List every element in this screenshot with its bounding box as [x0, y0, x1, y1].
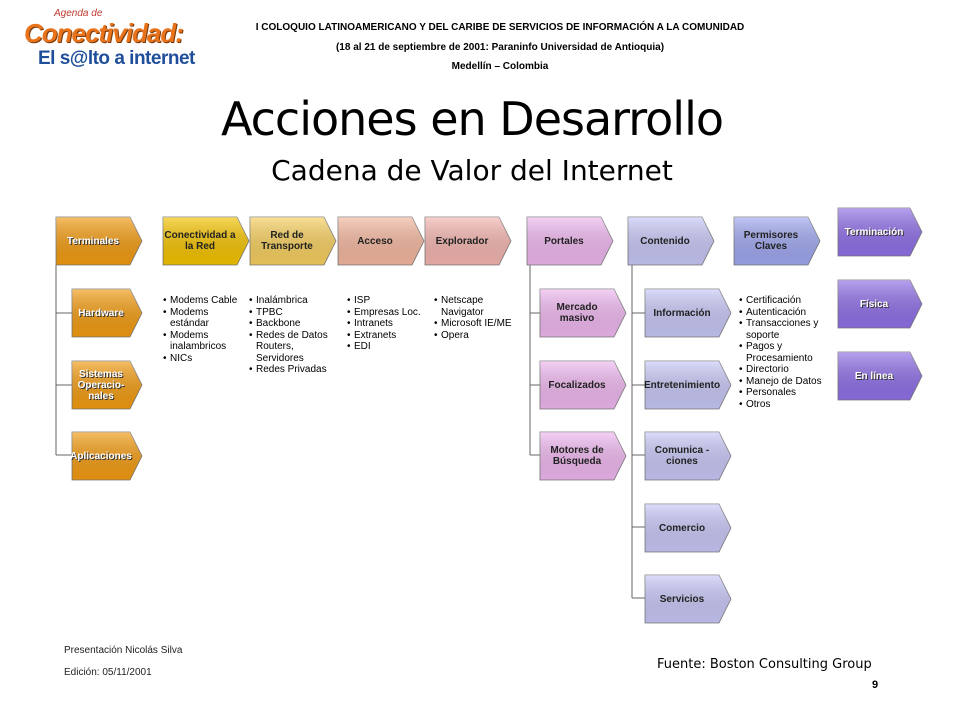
terminales-aplicaciones-label: Aplicaciones — [70, 450, 132, 462]
permisores-list-item: Certificación — [738, 295, 830, 307]
portales-mercado-masivo-label: Mercado masivo — [556, 302, 598, 324]
red-list-item: Backbone — [248, 318, 336, 330]
chain-terminacion-label: Terminación — [844, 226, 904, 238]
chain-contenido-shading — [628, 217, 714, 265]
chain-explorador-label: Explorador — [435, 235, 489, 247]
acceso-list-item: Intranets — [346, 318, 428, 330]
permisores-list: CertificaciónAutenticaciónTransacciones … — [738, 295, 830, 410]
conectividad-list-item: Modems Cable — [162, 295, 244, 307]
acceso-list-item: EDI — [346, 341, 428, 353]
terminales-sistemas-operacio-nales-label: Sistemas Operacio-nales — [77, 368, 125, 402]
conectividad-list: Modems CableModems estándarModems inalam… — [162, 295, 244, 364]
contenido-comercio-label: Comercio — [658, 522, 706, 534]
header-line-3: Medellín – Colombia — [451, 61, 549, 72]
chain-red-shading — [250, 217, 336, 265]
permisores-list-item: Directorio — [738, 364, 830, 376]
chain-portales-shading — [527, 217, 613, 265]
page-subtitle: Cadena de Valor del Internet — [271, 154, 673, 187]
explorador-list-item: Netscape Navigator — [433, 295, 523, 318]
permisores-list-item: Pagos y Procesamiento — [738, 341, 830, 364]
contenido-comunica-ciones-shading — [645, 432, 731, 480]
explorador-list: Netscape NavigatorMicrosoft IE/MEOpera — [433, 295, 523, 341]
red-list-item: Inalámbrica — [248, 295, 336, 307]
logo: Agenda de Conectividad: El s@lto a inter… — [24, 8, 204, 72]
header-line-1: I COLOQUIO LATINOAMERICANO Y DEL CARIBE … — [255, 22, 745, 33]
red-list-item: Redes de Datos Routers, Servidores — [248, 330, 336, 365]
presenter-text: Presentación Nicolás Silva — [64, 645, 183, 656]
edition-text: Edición: 05/11/2001 — [64, 667, 152, 678]
chain-conectividad-shading — [163, 217, 249, 265]
chain-permisores-shading — [734, 217, 820, 265]
contenido-informacion-shading — [645, 289, 731, 337]
portales-motores-de-busqueda-label: Motores de Búsqueda — [550, 445, 604, 467]
contenido-entretenimiento-shading — [645, 361, 731, 409]
terminacion-fisica-shading — [838, 280, 922, 328]
portales-focalizados-label: Focalizados — [548, 379, 606, 391]
red-transporte-list: InalámbricaTPBCBackboneRedes de Datos Ro… — [248, 295, 336, 376]
page-number: 9 — [872, 679, 879, 691]
contenido-comunica-ciones-label: Comunica - ciones — [654, 445, 710, 467]
acceso-list-item: ISP — [346, 295, 428, 307]
chain-acceso-shading — [338, 217, 424, 265]
portales-focalizados-shading — [540, 361, 626, 409]
connector-lines — [55, 265, 645, 599]
header-line-2: (18 al 21 de septiembre de 2001: Paranin… — [335, 42, 665, 53]
explorador-list-item: Microsoft IE/ME — [433, 318, 523, 330]
explorador-list-item: Opera — [433, 330, 523, 342]
chain-contenido-label: Contenido — [640, 235, 690, 247]
acceso-list-item: Extranets — [346, 330, 428, 342]
arrow-shapes — [55, 207, 923, 624]
conectividad-list-item: NICs — [162, 353, 244, 365]
portales-motores-de-busqueda-shading — [540, 432, 626, 480]
terminales-hardware-label: Hardware — [78, 307, 124, 319]
contenido-servicios-label: Servicios — [659, 593, 705, 605]
permisores-list-item: Personales — [738, 387, 830, 399]
acceso-list-item: Empresas Loc. — [346, 307, 428, 319]
red-list-item: Redes Privadas — [248, 364, 336, 376]
permisores-list-item: Transacciones y soporte — [738, 318, 830, 341]
logo-main-text: Conectividad: — [24, 18, 184, 48]
contenido-servicios-shading — [645, 575, 731, 623]
logo-small-text: Agenda de — [54, 8, 103, 19]
chain-terminales-label: Terminales — [66, 235, 120, 247]
chain-acceso-label: Acceso — [357, 235, 393, 247]
red-list-item: TPBC — [248, 307, 336, 319]
permisores-list-item: Autenticación — [738, 307, 830, 319]
contenido-entretenimiento-label: Entretenimiento — [643, 379, 721, 391]
contenido-informacion-label: Información — [653, 307, 711, 319]
chain-portales-label: Portales — [544, 235, 584, 247]
page-title: Acciones en Desarrollo — [220, 92, 724, 146]
terminales-aplicaciones-shading — [72, 432, 142, 480]
conectividad-list-item: Modems inalambricos — [162, 330, 244, 353]
chain-permisores-label: Permisores Claves — [743, 230, 799, 252]
chain-red-label: Red de Transporte — [261, 230, 313, 252]
chain-terminales-shading — [56, 217, 142, 265]
terminacion-en-linea-shading — [838, 352, 922, 400]
permisores-list-item: Otros — [738, 399, 830, 411]
chain-conectividad-label: Conectividad a la Red — [164, 230, 236, 252]
source-text: Fuente: Boston Consulting Group — [657, 657, 872, 672]
terminales-hardware-shading — [72, 289, 142, 337]
terminales-sistemas-operacio-nales-shading — [72, 361, 142, 409]
chain-terminacion-shading — [838, 208, 922, 256]
chain-explorador-shading — [425, 217, 511, 265]
terminacion-fisica-label: Física — [859, 298, 889, 310]
permisores-list-item: Manejo de Datos — [738, 376, 830, 388]
logo-sub-text: El s@lto a internet — [38, 48, 195, 69]
acceso-list: ISPEmpresas Loc.IntranetsExtranetsEDI — [346, 295, 428, 353]
terminacion-en-linea-label: En línea — [854, 370, 894, 382]
contenido-comercio-shading — [645, 504, 731, 552]
portales-mercado-masivo-shading — [540, 289, 626, 337]
conectividad-list-item: Modems estándar — [162, 307, 244, 330]
